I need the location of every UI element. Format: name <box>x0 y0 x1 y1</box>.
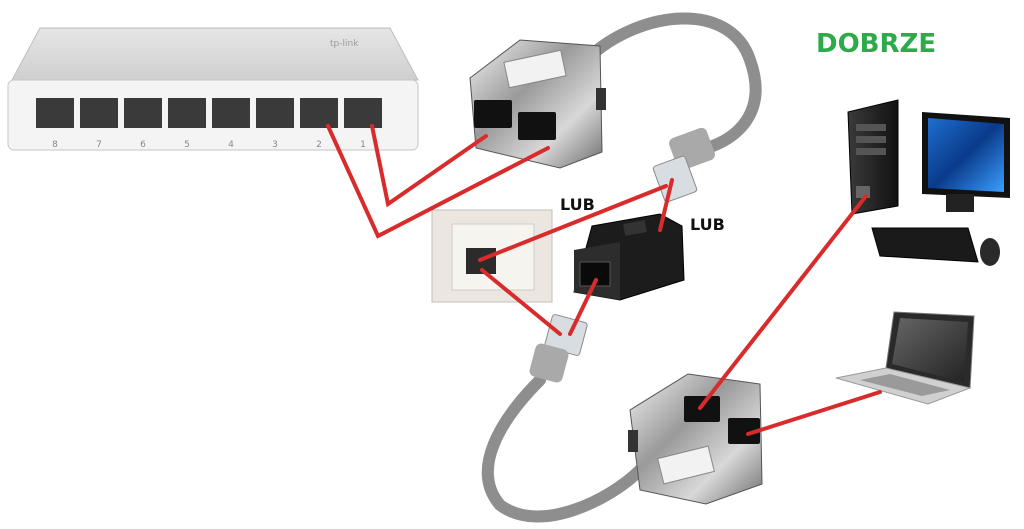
port-numbers: 8 7 6 5 4 3 2 1 <box>52 140 366 150</box>
wire-coupler-to-top-plug <box>658 178 674 232</box>
connection-lines <box>326 124 882 436</box>
desktop-computer <box>847 99 1010 266</box>
port-number: 3 <box>272 140 278 150</box>
status-label: DOBRZE <box>816 29 936 59</box>
port-number: 2 <box>316 140 322 150</box>
rj45-plug-top <box>652 127 715 203</box>
wire-socket-to-bottom-plug <box>480 268 562 336</box>
or-label-right: LUB <box>690 215 725 234</box>
switch-ports <box>36 98 382 128</box>
port-number: 7 <box>96 140 102 150</box>
wire-switch-port2-to-splitter-right <box>326 124 550 239</box>
port-number: 6 <box>140 140 146 150</box>
keystone-coupler <box>573 213 685 301</box>
patch-cable-bottom <box>481 374 646 523</box>
network-switch: tp-link 8 7 6 5 4 3 2 1 <box>7 27 419 151</box>
patch-cable-top <box>582 12 762 156</box>
splitter-top <box>469 39 606 169</box>
port-number: 5 <box>184 140 190 150</box>
wire-switch-port1-to-splitter-left <box>370 124 488 208</box>
wire-splitter-to-laptop <box>746 390 882 436</box>
port-number: 4 <box>228 140 234 150</box>
splitter-bottom <box>628 373 763 505</box>
wire-coupler-to-bottom-plug <box>568 278 598 336</box>
wire-splitter-to-desktop <box>698 194 868 410</box>
wire-socket-to-top-plug <box>478 184 668 262</box>
port-number: 8 <box>52 140 58 150</box>
laptop <box>835 311 975 405</box>
or-label-left: LUB <box>560 195 595 214</box>
rj45-plug-bottom <box>529 314 588 383</box>
switch-brand-logo: tp-link <box>330 39 359 49</box>
port-number: 1 <box>360 140 366 150</box>
